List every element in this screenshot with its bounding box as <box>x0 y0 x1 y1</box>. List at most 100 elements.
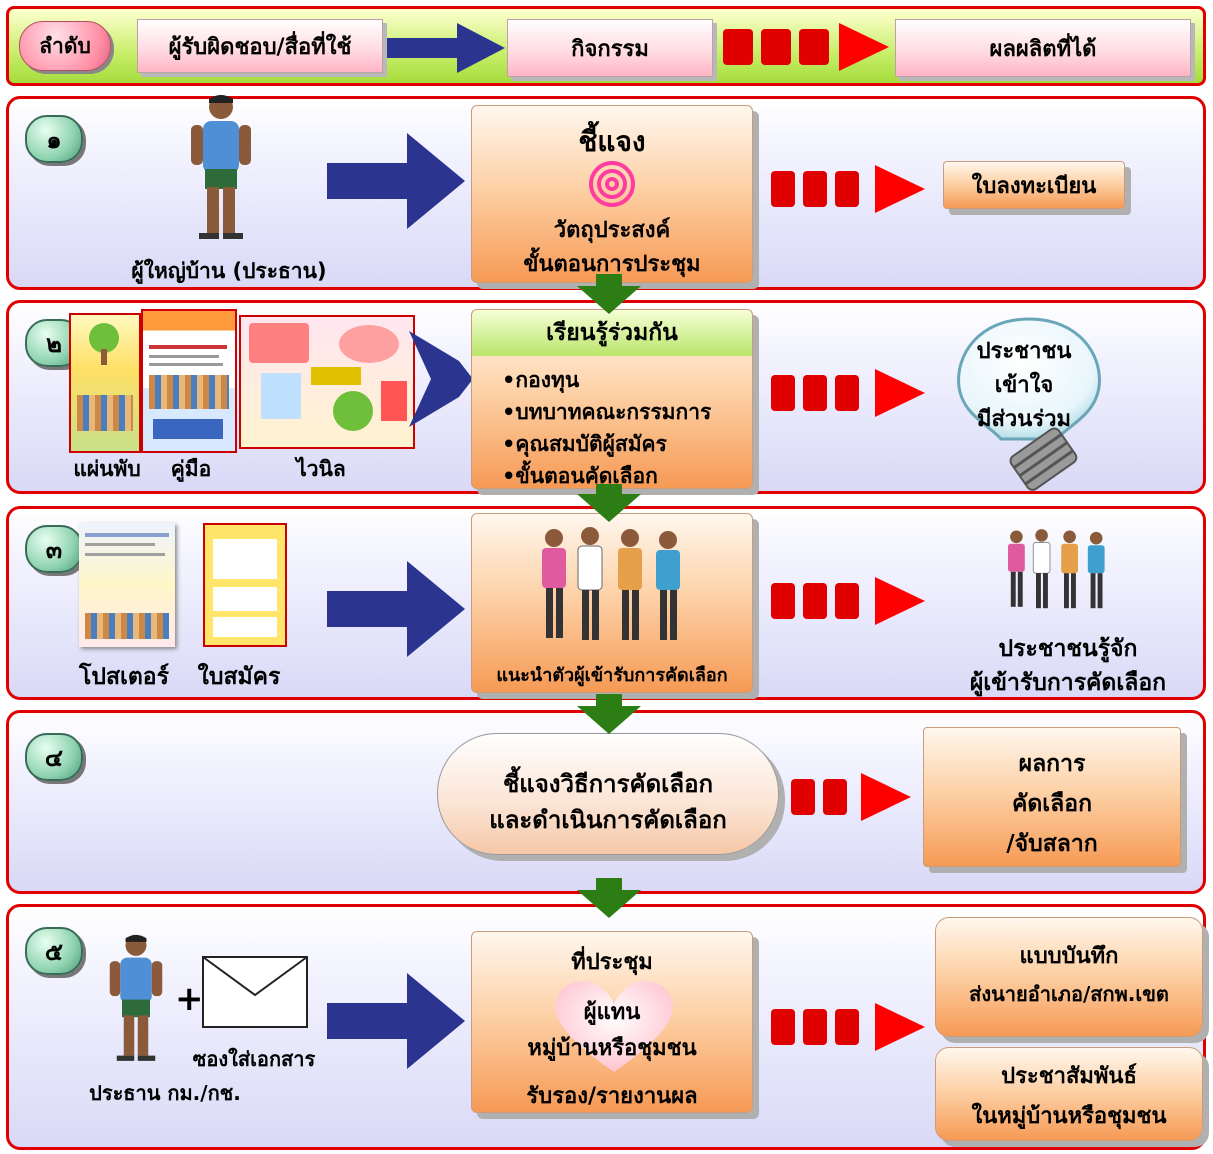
activity-line: ชี้แจงวิธีการคัดเลือก <box>502 770 714 798</box>
activity-line: •กองทุน <box>502 368 580 392</box>
responsible-label: ผู้รับผิดชอบ/สื่อที่ใช้ <box>168 34 352 60</box>
output-line: ผลการ <box>1018 751 1086 777</box>
dash-arrowhead <box>875 369 925 417</box>
poster-thumbnail <box>79 523 175 647</box>
step-row-5: ๕ + ซองใส่เอกสาร ประธาน กม./กช. ที่ประชุ… <box>6 904 1206 1150</box>
step-number-badge: ๑ <box>25 115 83 163</box>
order-pill: ลำดับ <box>19 21 111 71</box>
activity-title: ชี้แจง <box>578 125 646 158</box>
dash-square <box>823 779 847 815</box>
flow-arrow-icon <box>327 561 465 657</box>
dash-square <box>761 29 791 65</box>
heart-line: หมู่บ้านหรือชุมชน <box>527 1036 697 1061</box>
activity-rounded-box: ชี้แจงวิธีการคัดเลือก และดำเนินการคัดเลื… <box>437 733 779 855</box>
activity-line: ขั้นตอนการประชุม <box>523 252 701 277</box>
step-number-badge: ๔ <box>25 733 83 781</box>
pamphlet-thumbnail <box>69 313 141 453</box>
dash-arrowhead <box>875 165 925 213</box>
output-box: ประชาสัมพันธ์ ในหมู่บ้านหรือชุมชน <box>935 1047 1203 1141</box>
dash-arrowhead <box>861 773 911 821</box>
activity-line: •ขั้นตอนคัดเลือก <box>502 464 658 488</box>
media-label: แผ่นพับ <box>73 457 141 481</box>
people-group-icon <box>1008 529 1105 609</box>
dash-square <box>803 583 827 619</box>
man-figure-icon <box>109 934 163 1061</box>
spiral-icon <box>589 161 635 207</box>
down-arrow-icon <box>577 286 641 314</box>
lightbulb-icon <box>957 317 1101 491</box>
activity-footer: รับรอง/รายงานผล <box>526 1084 698 1109</box>
dash-square <box>835 1009 859 1045</box>
dash-square <box>835 375 859 411</box>
activity-header: กิจกรรม <box>507 19 713 77</box>
media-label: โปสเตอร์ <box>79 664 169 690</box>
dash-square <box>723 29 753 65</box>
activity-label: กิจกรรม <box>571 36 649 62</box>
activity-title: แนะนำตัวผู้เข้ารับการคัดเลือก <box>496 665 728 686</box>
header-arrow-icon <box>387 23 505 73</box>
manual-thumbnail <box>141 309 237 453</box>
activity-box: ที่ประชุม ผู้แทน หมู่บ้านหรือชุมชน รับรอ… <box>471 931 753 1113</box>
vinyl-banner-thumbnail <box>239 315 415 449</box>
dash-square <box>791 779 815 815</box>
output-box: ใบลงทะเบียน <box>943 161 1125 209</box>
dash-square <box>799 29 829 65</box>
flow-arrow-icon <box>327 973 465 1069</box>
output-line: ประชาชนรู้จัก <box>998 636 1138 662</box>
activity-box: แนะนำตัวผู้เข้ารับการคัดเลือก <box>471 513 753 693</box>
step-number-badge: ๕ <box>25 927 83 975</box>
output-line: ผู้เข้ารับการคัดเลือก <box>969 670 1167 696</box>
activity-line: และดำเนินการคัดเลือก <box>489 806 727 834</box>
actor-label: ผู้ใหญ่บ้าน (ประธาน) <box>131 259 327 283</box>
flow-arrow-icon <box>327 133 465 229</box>
media-label: คู่มือ <box>170 457 212 481</box>
down-arrow-stem <box>596 694 622 708</box>
activity-box: เรียนรู้ร่วมกัน •กองทุน •บทบาทคณะกรรมการ… <box>471 309 753 489</box>
output-line: ในหมู่บ้านหรือชุมชน <box>971 1104 1167 1129</box>
man-figure-icon <box>191 95 251 239</box>
dash-square <box>771 583 795 619</box>
dash-square <box>803 1009 827 1045</box>
activity-line: วัตถุประสงค์ <box>553 218 671 243</box>
output-line: ประชาชน <box>976 339 1072 364</box>
media-label: ใบสมัคร <box>197 664 281 690</box>
output-line: คัดเลือก <box>1011 791 1093 817</box>
responsible-header: ผู้รับผิดชอบ/สื่อที่ใช้ <box>137 19 383 73</box>
output-box: แบบบันทึก ส่งนายอำเภอ/สกพ.เขต <box>935 917 1203 1037</box>
dash-square <box>835 171 859 207</box>
dash-arrowhead <box>839 23 889 71</box>
dash-square <box>771 171 795 207</box>
output-line: เข้าใจ <box>994 373 1054 398</box>
output-label: ผลผลิตที่ได้ <box>989 36 1097 62</box>
plus-icon: + <box>175 979 204 1019</box>
step-row-4: ๔ ชี้แจงวิธีการคัดเลือก และดำเนินการคัดเ… <box>6 710 1206 894</box>
dash-square <box>803 171 827 207</box>
output-line: ประชาสัมพันธ์ <box>1001 1064 1137 1089</box>
step-row-2: ๒ แผ่นพับ คู่มือ ไวนิล เรียนรู้ร่วมกัน •… <box>6 300 1206 494</box>
output-line: แบบบันทึก <box>1019 944 1119 969</box>
flow-arrow-icon <box>409 331 473 427</box>
activity-title-band: เรียนรู้ร่วมกัน <box>472 310 752 356</box>
output-line: มีส่วนร่วม <box>977 407 1071 432</box>
activity-title: ที่ประชุม <box>571 950 653 975</box>
media-label: ไวนิล <box>296 457 346 481</box>
activity-line: •คุณสมบัติผู้สมัคร <box>502 432 667 456</box>
down-arrow-stem <box>596 274 622 288</box>
actor-label: ประธาน กม./กช. <box>89 1081 241 1105</box>
down-arrow-icon <box>577 890 641 918</box>
step-row-1: ๑ ผู้ใหญ่บ้าน (ประธาน) ชี้แจง วัตถุประสง… <box>6 95 1206 290</box>
output-header: ผลผลิตที่ได้ <box>895 19 1191 77</box>
step-row-3: ๓ โปสเตอร์ ใบสมัคร แนะนำตัวผู้เข้ารับการ… <box>6 506 1206 700</box>
step-number-badge: ๓ <box>25 525 83 573</box>
order-label: ลำดับ <box>39 33 91 58</box>
output-line: /จับสลาก <box>1006 831 1098 857</box>
dash-arrowhead <box>875 1003 925 1051</box>
dash-arrowhead <box>875 577 925 625</box>
output-line: ส่งนายอำเภอ/สกพ.เขต <box>969 982 1169 1006</box>
dash-square <box>771 1009 795 1045</box>
dash-square <box>835 583 859 619</box>
down-arrow-icon <box>577 494 641 522</box>
output-box: ผลการ คัดเลือก /จับสลาก <box>923 727 1181 867</box>
header-bar: ลำดับ ผู้รับผิดชอบ/สื่อที่ใช้ กิจกรรม ผล… <box>6 6 1206 86</box>
down-arrow-stem <box>596 878 622 892</box>
